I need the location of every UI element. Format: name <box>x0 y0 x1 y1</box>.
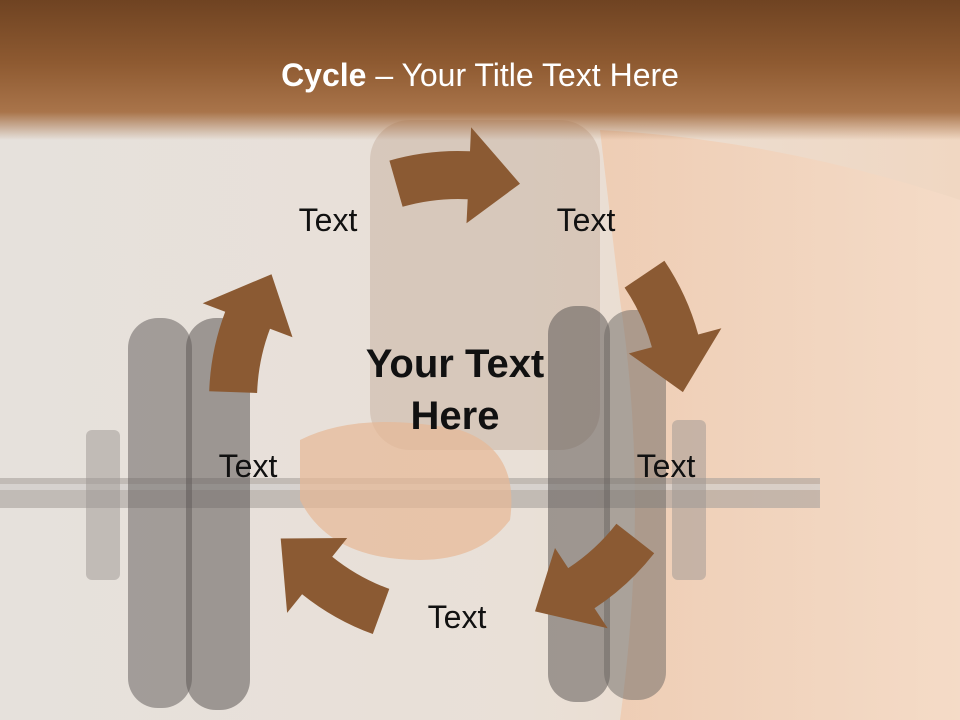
cycle-arrow-1 <box>389 127 520 224</box>
node-label-3: Text <box>636 448 696 484</box>
cycle-arrow-4 <box>280 538 390 634</box>
center-text-line-1: Your Text <box>365 342 545 386</box>
center-text-line-2: Here <box>410 394 500 438</box>
slide-title: Cycle – Your Title Text Here <box>0 52 960 98</box>
title-bold: Cycle <box>281 57 367 93</box>
cycle-arrow-3 <box>535 523 655 629</box>
title-bar: Cycle – Your Title Text Here <box>0 0 960 140</box>
node-label-5: Text <box>218 448 278 484</box>
cycle-arrow-5 <box>202 274 293 393</box>
node-label-4: Text <box>427 599 487 635</box>
node-label-1: Text <box>298 202 358 238</box>
center-text: Your Text Here <box>330 338 580 442</box>
cycle-arrow-2 <box>624 260 722 393</box>
title-rest: – Your Title Text Here <box>366 57 679 93</box>
node-label-2: Text <box>556 202 616 238</box>
